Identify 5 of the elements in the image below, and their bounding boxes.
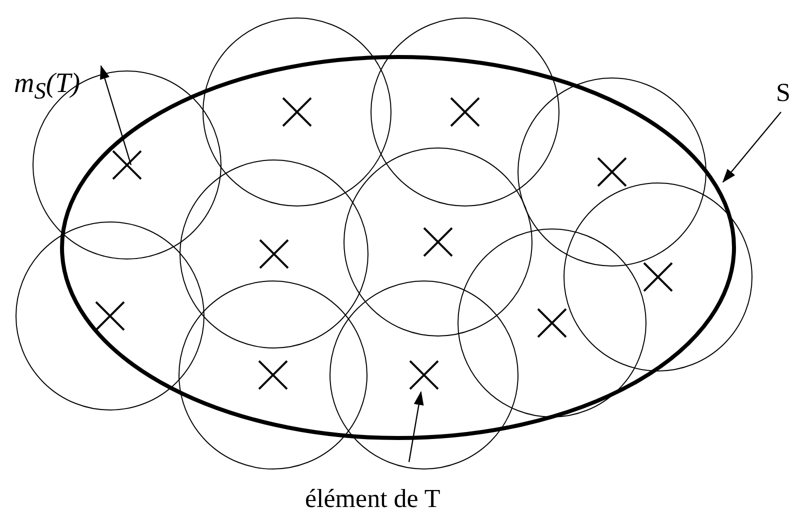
node-label: élément de T [305,486,440,512]
leader-arrow [408,391,424,462]
radius-label: m$_{S}$(T) [14,70,80,104]
node-label: S [776,80,790,106]
leader-arrow [722,112,782,183]
